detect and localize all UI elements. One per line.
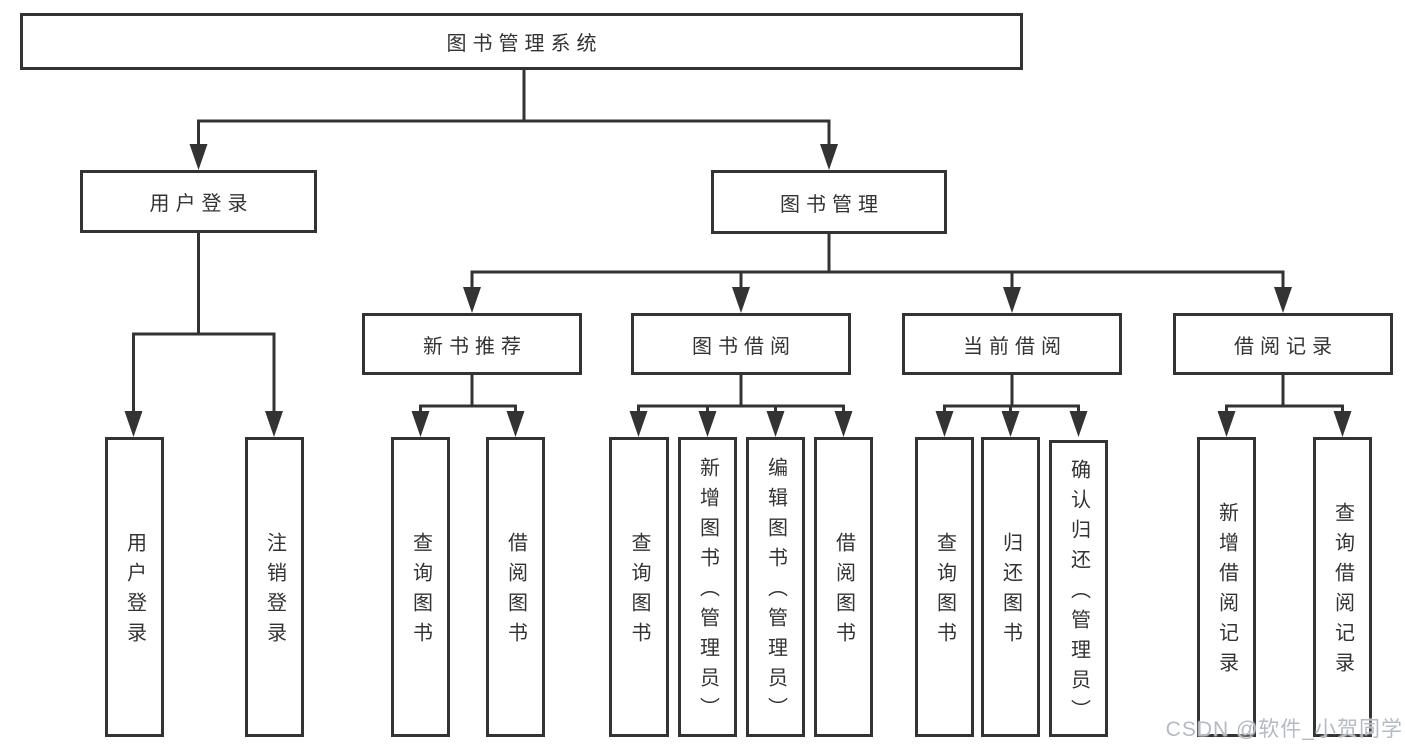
- leaf-add-book-admin: 新增图书（管理员）: [678, 437, 737, 737]
- node-borrow-records: 借阅记录: [1173, 313, 1393, 375]
- node-current-borrow: 当前借阅: [902, 313, 1122, 375]
- leaf-borrow-book: 借阅图书: [814, 437, 873, 737]
- leaf-query-borrow-record: 查询借阅记录: [1313, 437, 1372, 737]
- leaf-query-book-current: 查询图书: [915, 437, 974, 737]
- leaf-borrow-book-recommend: 借阅图书: [486, 437, 545, 737]
- leaf-query-book-recommend: 查询图书: [391, 437, 450, 737]
- csdn-watermark: CSDN @软件_小贺同学: [1165, 718, 1403, 741]
- node-user-login: 用户登录: [80, 170, 317, 233]
- leaf-logout: 注销登录: [245, 437, 304, 737]
- node-new-book-recommend: 新书推荐: [362, 313, 582, 375]
- leaf-add-borrow-record: 新增借阅记录: [1197, 437, 1256, 737]
- leaf-edit-book-admin: 编辑图书（管理员）: [746, 437, 805, 737]
- node-book-management: 图书管理: [711, 170, 947, 234]
- node-library-management-system: 图书管理系统: [20, 13, 1023, 70]
- leaf-confirm-return-admin: 确认归还（管理员）: [1049, 440, 1108, 737]
- leaf-user-login: 用户登录: [105, 437, 164, 737]
- leaf-return-book: 归还图书: [981, 437, 1040, 737]
- node-book-borrow: 图书借阅: [631, 313, 851, 375]
- leaf-query-book-borrow: 查询图书: [609, 437, 669, 737]
